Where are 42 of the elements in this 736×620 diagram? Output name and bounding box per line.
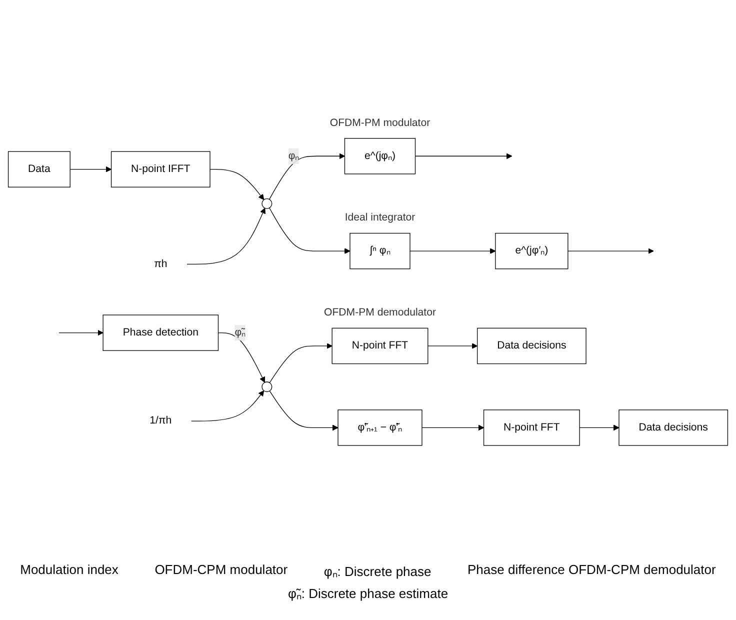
node-text: πh bbox=[154, 258, 168, 270]
arrow bbox=[428, 342, 478, 348]
node-circle bbox=[262, 198, 272, 208]
arrow bbox=[269, 152, 345, 200]
arrow bbox=[70, 166, 112, 172]
node-box bbox=[350, 232, 410, 269]
edge-label: φ̃ₙ bbox=[234, 326, 246, 338]
node-box bbox=[618, 409, 728, 446]
block-diagram: φₙ φ̃ₙ Data N-point IFFT πh OFDM-PM modulator e^(jφₙ) Ideal integrator ∫ⁿ φₙ e^(jφ′ₙ) Phase detection 1/πh OFDM-PM demodulator N-point FFT Data decisions φ̃′ₙ₊₁ − φ̃′ₙ N-point FFT Data decisions bbox=[3, 110, 733, 450]
note-text: OFDM-CPM modulator bbox=[154, 562, 288, 579]
note-text: Modulation index bbox=[20, 562, 118, 579]
node-box bbox=[495, 232, 568, 269]
note-text: Phase difference OFDM-CPM demodulator bbox=[468, 562, 716, 579]
arrow bbox=[579, 424, 620, 430]
arrow bbox=[58, 330, 104, 336]
node-box bbox=[344, 138, 416, 174]
node-box bbox=[102, 314, 219, 351]
node-label: OFDM-PM demodulator bbox=[324, 306, 436, 318]
arrow bbox=[414, 152, 512, 159]
arrow bbox=[422, 424, 484, 430]
edge-label: φₙ bbox=[288, 150, 300, 162]
node-label: OFDM-PM modulator bbox=[330, 116, 430, 128]
node-text: 1/πh bbox=[150, 414, 172, 426]
note-text: φₙ: Discrete phase bbox=[324, 563, 432, 580]
arrow bbox=[269, 342, 332, 383]
node-box bbox=[332, 327, 428, 364]
node-box bbox=[338, 409, 422, 446]
node-box bbox=[110, 150, 210, 188]
arrow bbox=[210, 168, 264, 200]
arrow bbox=[269, 207, 350, 254]
arrow bbox=[410, 248, 496, 254]
arrow bbox=[568, 248, 654, 254]
arrow bbox=[186, 207, 266, 264]
arrow bbox=[191, 390, 264, 422]
node-box bbox=[483, 409, 580, 446]
node-circle bbox=[262, 381, 272, 392]
node-label: Ideal integrator bbox=[344, 212, 416, 223]
note-text: φ̃ₙ: Discrete phase estimate bbox=[288, 585, 448, 602]
arrow bbox=[218, 332, 265, 382]
node-box bbox=[477, 327, 586, 364]
node-box bbox=[8, 150, 70, 188]
arrow bbox=[269, 390, 338, 430]
